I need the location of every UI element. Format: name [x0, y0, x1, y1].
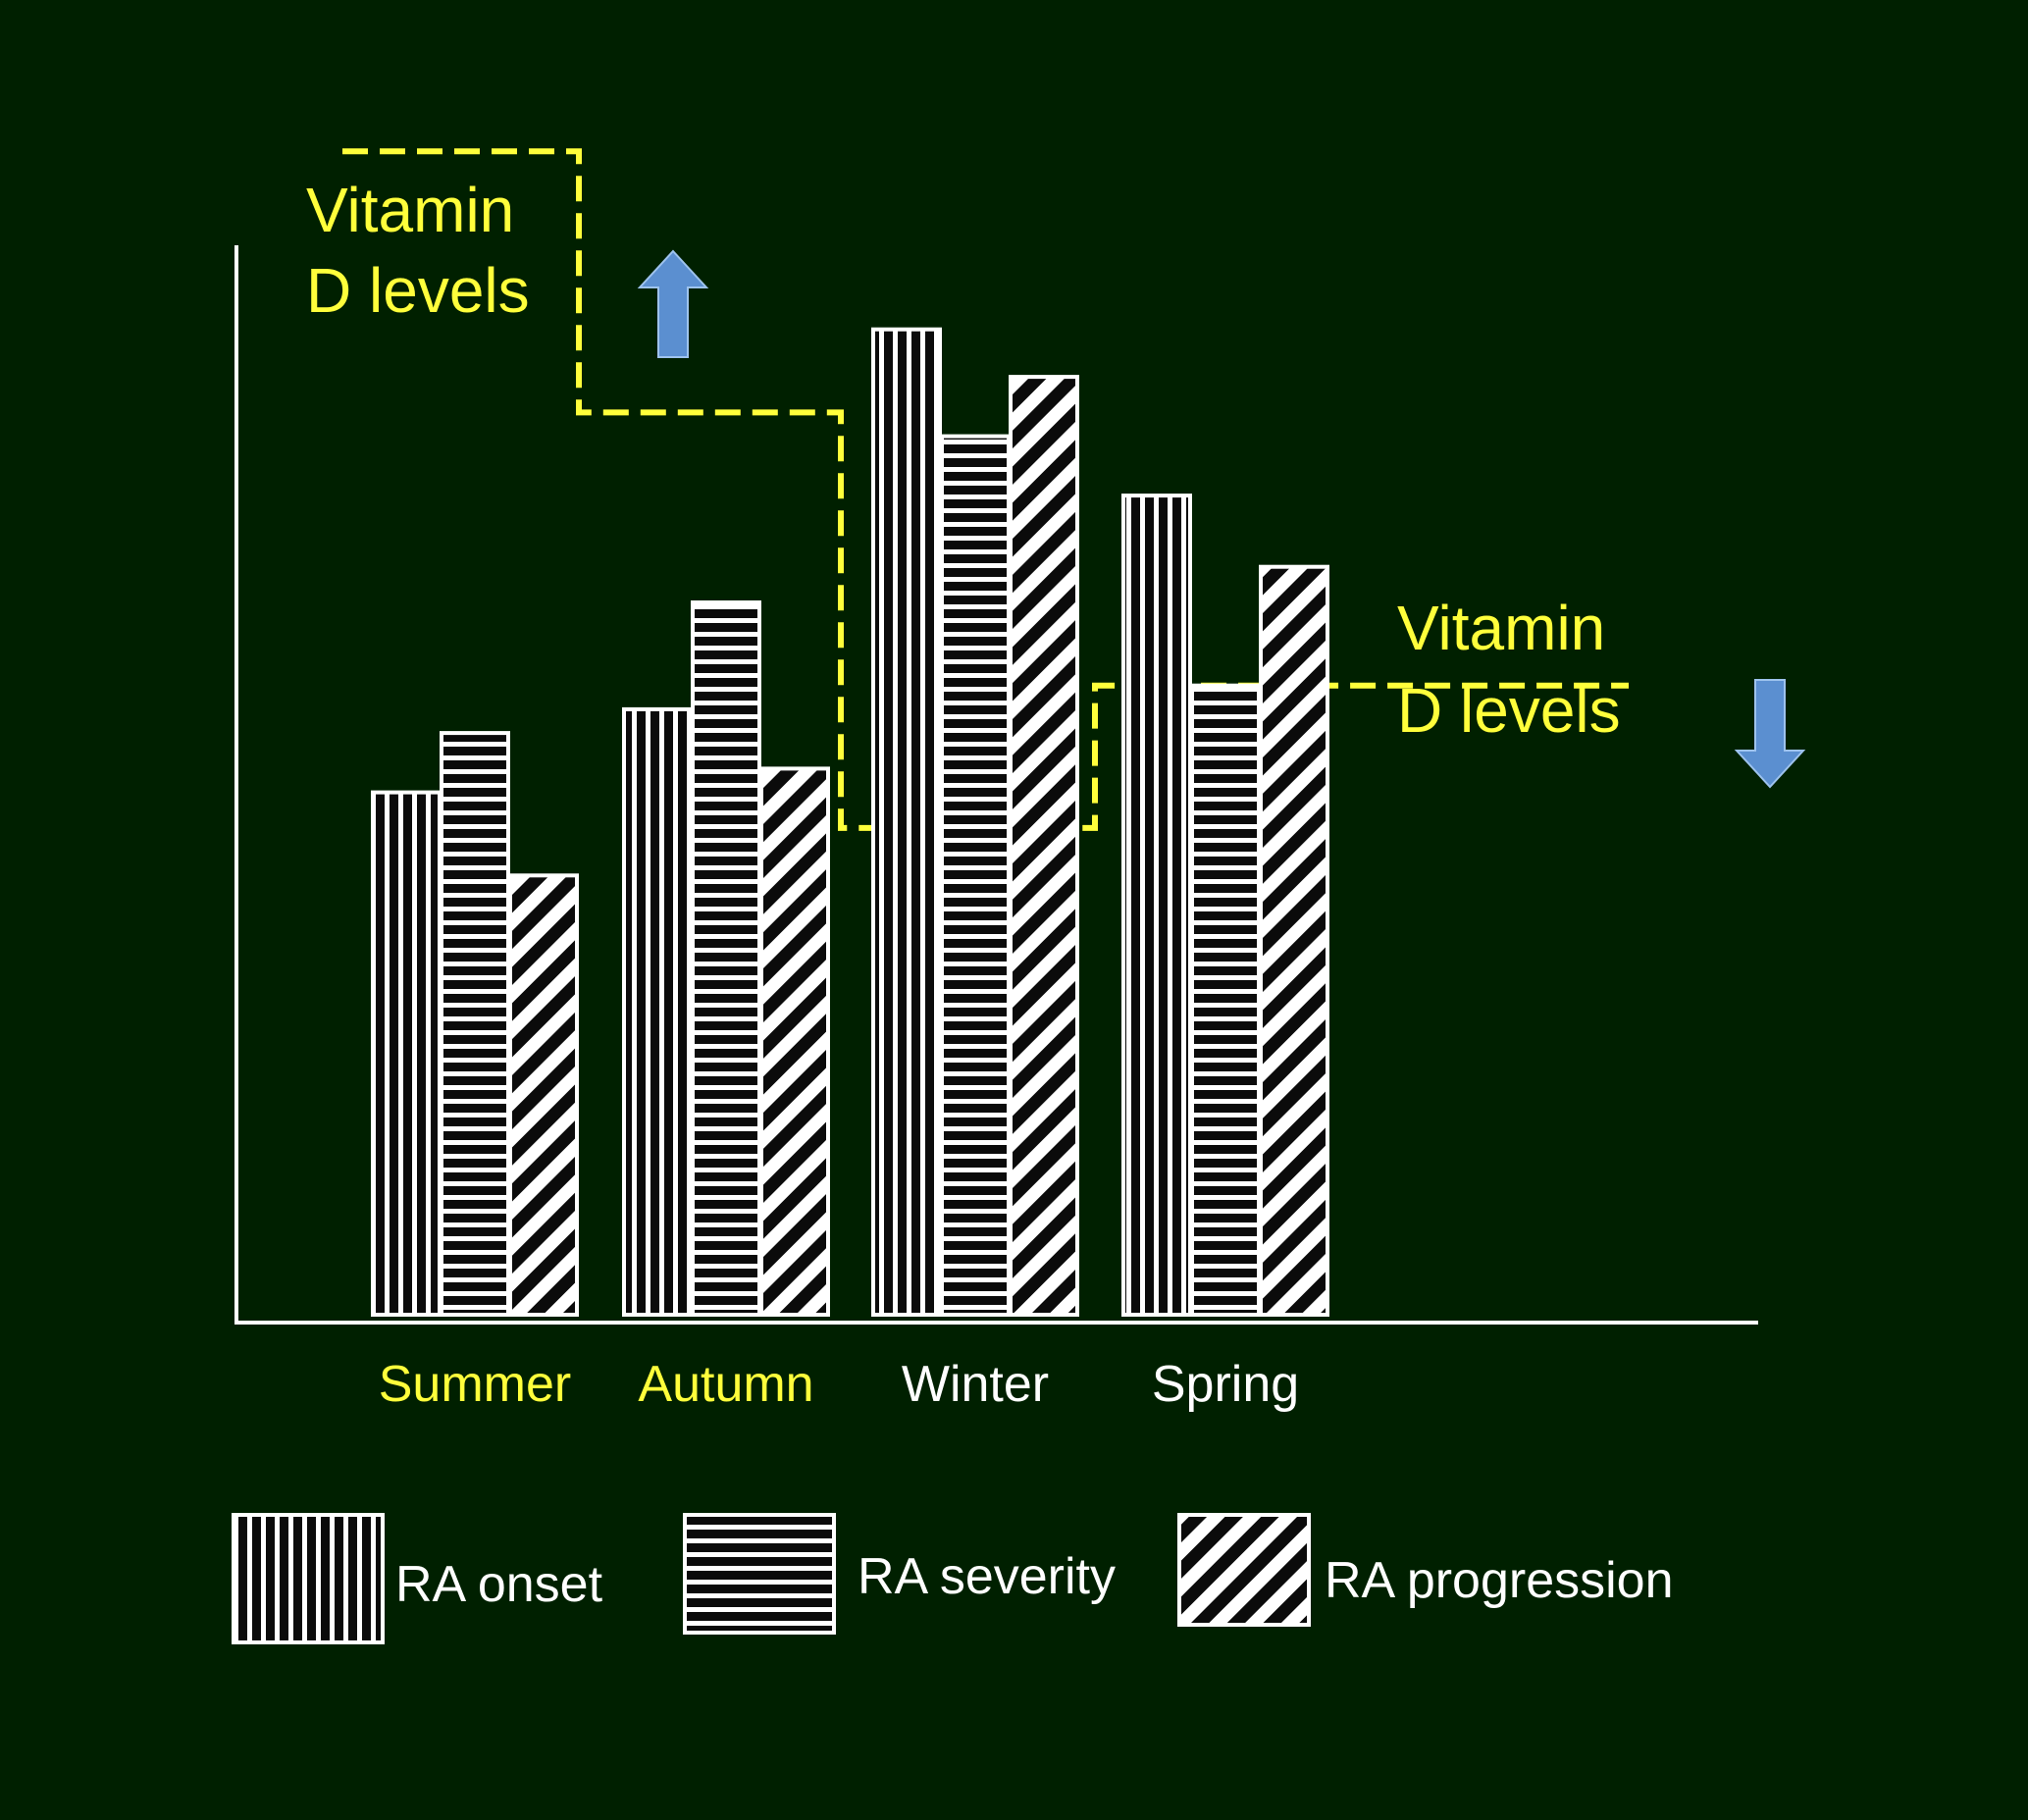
- arrow-up-icon: [637, 249, 709, 358]
- bar-autumn-ra-severity: [691, 600, 761, 1317]
- bar-summer-ra-progression: [508, 873, 579, 1317]
- bar-spring-ra-onset: [1121, 494, 1192, 1318]
- vitamin-d-label-high-line2: D levels: [306, 255, 530, 326]
- vitamin-d-label-low-line1: Vitamin: [1397, 593, 1605, 663]
- bar-autumn-ra-progression: [759, 766, 830, 1317]
- bar-winter-ra-severity: [940, 434, 1011, 1318]
- bar-winter-ra-onset: [871, 327, 942, 1317]
- legend-label-ra-onset: RA onset: [395, 1556, 603, 1613]
- legend-swatch-ra-onset: [232, 1513, 385, 1644]
- bar-autumn-ra-onset: [622, 706, 693, 1317]
- vitamin-d-label-high-line1: Vitamin: [306, 175, 514, 245]
- legend-label-ra-severity: RA severity: [858, 1548, 1116, 1605]
- bars-group: [371, 327, 1329, 1318]
- bar-spring-ra-progression: [1259, 564, 1329, 1317]
- category-label-winter: Winter: [902, 1356, 1049, 1413]
- bar-spring-ra-severity: [1190, 683, 1261, 1317]
- vitamin-d-line: [342, 148, 1629, 831]
- category-label-spring: Spring: [1152, 1356, 1299, 1413]
- category-label-autumn: Autumn: [638, 1356, 813, 1413]
- legend-swatch-ra-severity: [683, 1513, 836, 1635]
- legend-swatch-ra-progression: [1177, 1513, 1311, 1627]
- category-label-summer: Summer: [379, 1356, 571, 1413]
- legend: RA onset RA severity RA progression: [232, 1513, 1674, 1644]
- category-labels: Summer Autumn Winter Spring: [379, 1356, 1299, 1413]
- arrow-down-icon: [1734, 679, 1806, 789]
- bar-winter-ra-progression: [1009, 375, 1079, 1318]
- bar-summer-ra-onset: [371, 790, 442, 1317]
- vitamin-d-label-low-line2: D levels: [1397, 675, 1621, 746]
- legend-label-ra-progression: RA progression: [1325, 1552, 1674, 1609]
- bar-summer-ra-severity: [440, 731, 510, 1317]
